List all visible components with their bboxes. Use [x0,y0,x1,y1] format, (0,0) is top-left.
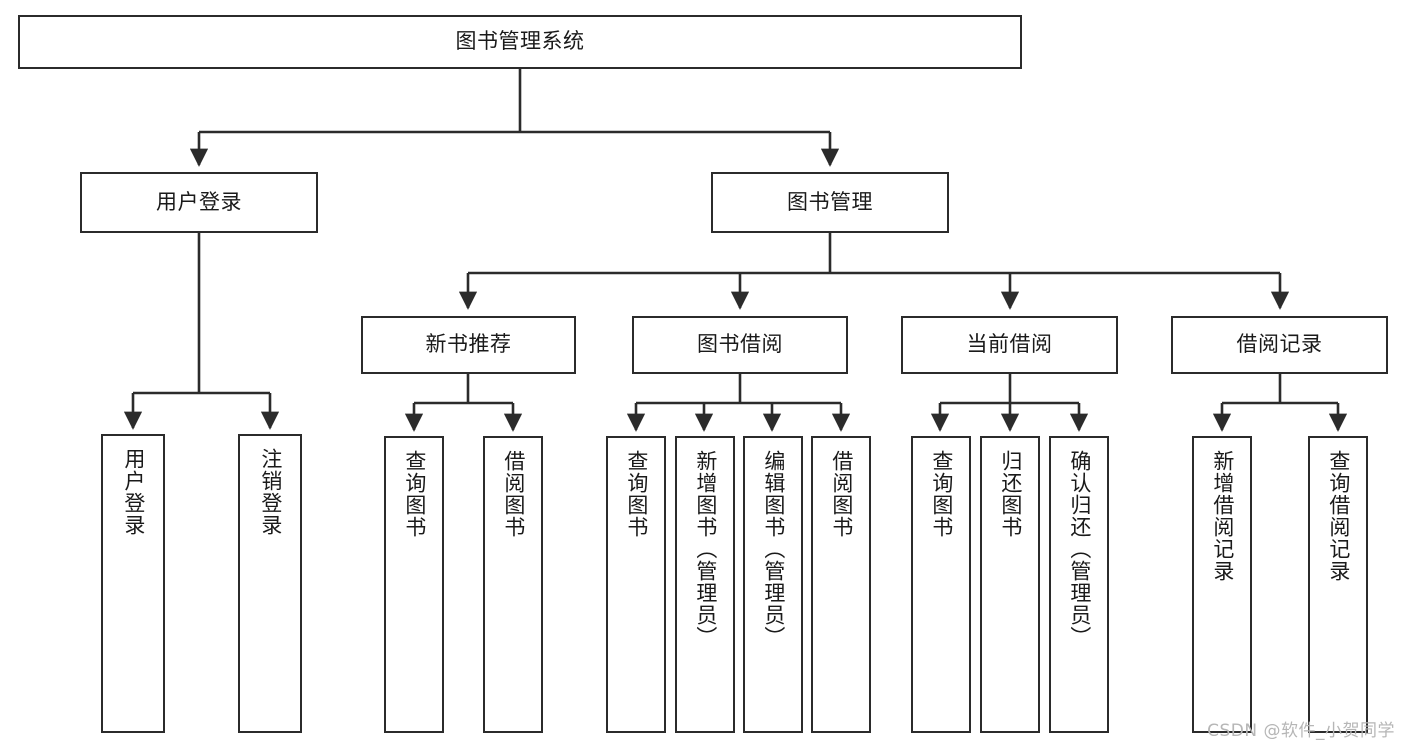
node-leaf-borrow-book-2-label: 借阅图书 [829,450,854,538]
node-leaf-edit-book-label: 编辑图书（管理员） [761,450,786,648]
node-leaf-add-book[interactable]: 新增图书（管理员） [675,436,735,733]
node-leaf-user-logout-label: 注销登录 [258,448,283,536]
node-leaf-user-login[interactable]: 用户登录 [101,434,165,733]
node-leaf-return-book[interactable]: 归还图书 [980,436,1040,733]
node-current-borrow-label: 当前借阅 [966,332,1053,357]
node-book-borrow[interactable]: 图书借阅 [632,316,848,374]
node-leaf-query-book-2-label: 查询图书 [624,450,649,538]
node-leaf-query-book-3-label: 查询图书 [929,450,954,538]
node-leaf-add-record-label: 新增借阅记录 [1210,450,1235,582]
node-leaf-user-logout[interactable]: 注销登录 [238,434,302,733]
node-user-login[interactable]: 用户登录 [80,172,318,233]
node-leaf-query-record[interactable]: 查询借阅记录 [1308,436,1368,733]
node-root-label: 图书管理系统 [455,29,585,54]
node-leaf-borrow-book-2[interactable]: 借阅图书 [811,436,871,733]
node-leaf-confirm-return[interactable]: 确认归还（管理员） [1049,436,1109,733]
node-leaf-user-login-label: 用户登录 [121,448,146,536]
node-book-management[interactable]: 图书管理 [711,172,949,233]
node-leaf-add-book-label: 新增图书（管理员） [693,450,718,648]
node-book-management-label: 图书管理 [787,189,873,214]
node-leaf-borrow-book-1-label: 借阅图书 [501,450,526,538]
node-leaf-return-book-label: 归还图书 [998,450,1023,538]
node-book-borrow-label: 图书借阅 [697,332,783,357]
node-borrow-record[interactable]: 借阅记录 [1171,316,1388,374]
node-leaf-query-book-1[interactable]: 查询图书 [384,436,444,733]
node-new-book-recommend[interactable]: 新书推荐 [361,316,576,374]
node-leaf-query-book-3[interactable]: 查询图书 [911,436,971,733]
node-user-login-label: 用户登录 [156,189,242,214]
node-leaf-query-record-label: 查询借阅记录 [1326,450,1351,582]
node-new-book-recommend-label: 新书推荐 [425,332,512,357]
node-leaf-query-book-2[interactable]: 查询图书 [606,436,666,733]
node-current-borrow[interactable]: 当前借阅 [901,316,1118,374]
node-root[interactable]: 图书管理系统 [18,15,1022,69]
node-leaf-confirm-return-label: 确认归还（管理员） [1067,450,1092,648]
node-leaf-borrow-book-1[interactable]: 借阅图书 [483,436,543,733]
node-borrow-record-label: 借阅记录 [1236,332,1323,357]
node-leaf-edit-book[interactable]: 编辑图书（管理员） [743,436,803,733]
node-leaf-add-record[interactable]: 新增借阅记录 [1192,436,1252,733]
watermark-text: CSDN @软件_小贺同学 [1207,721,1395,741]
node-leaf-query-book-1-label: 查询图书 [402,450,427,538]
